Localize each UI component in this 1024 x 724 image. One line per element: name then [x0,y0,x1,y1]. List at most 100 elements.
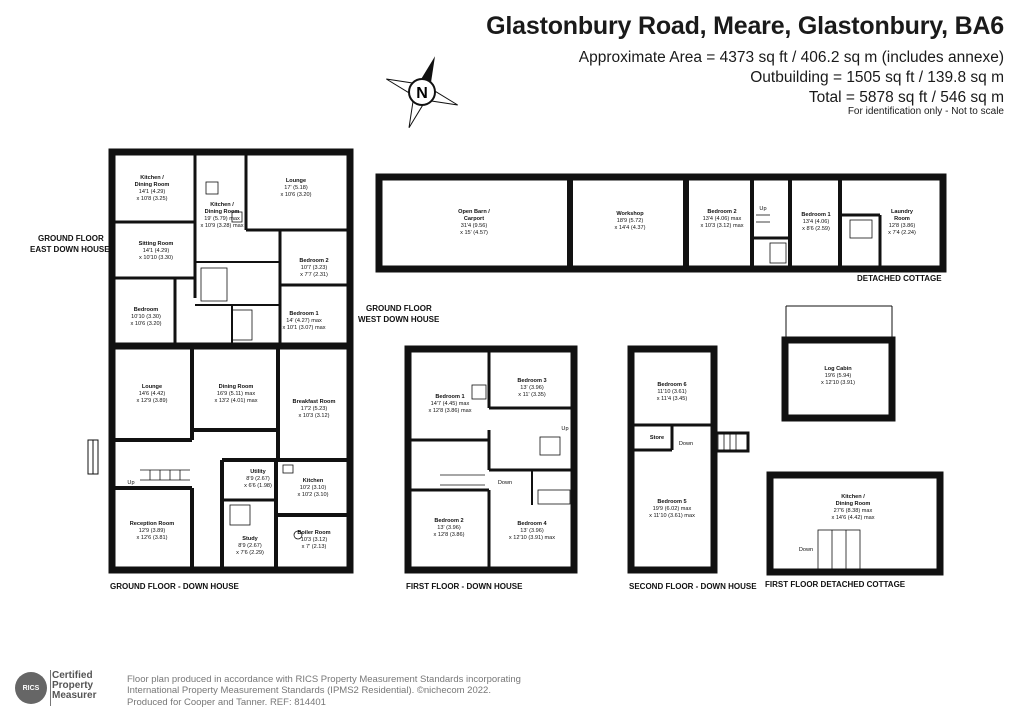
room-labels: Kitchen / Dining Room 14'1 (4.29) x 10'8… [127,175,916,556]
floor-label: WEST DOWN HOUSE [358,315,440,324]
room-dimension: x 10'10 (3.30) [139,255,173,261]
room-name: Dining Room [836,501,871,507]
second-floor-plan [627,345,750,574]
floor-labels: GROUND FLOOR EAST DOWN HOUSE GROUND FLOO… [30,234,942,591]
room-dimension: 10'7 (3.23) [301,265,328,271]
room-name: Bedroom 2 [707,209,736,215]
identification-note: For identification only - Not to scale [847,106,1004,117]
room-name: Utility [250,469,266,475]
room-dimension: x 12'6 (3.81) [137,535,168,541]
room-dimension: 14'7 (4.45) max [431,401,470,407]
room-name: Open Barn / [458,209,490,215]
room-dimension: x 11' (3.35) [518,392,546,398]
first-floor-cottage-plan [766,471,944,576]
floor-label: GROUND FLOOR [38,234,104,243]
room-dimension: x 10'2 (3.10) [298,492,329,498]
compass-letter: N [416,85,428,102]
compass-icon: N [386,56,458,128]
badge-line: Property [52,680,94,691]
footer-line: Produced for Cooper and Tanner. REF: 814… [127,696,326,708]
room-name: Bedroom 2 [299,258,328,264]
room-name: Bedroom 3 [517,378,546,384]
room-name: Lounge [142,384,162,390]
room-name: Kitchen / [210,202,234,208]
stair-label: Up [127,480,134,486]
stair-label: Down [498,480,512,486]
room-name: Reception Room [130,521,174,527]
rics-logo: RICS [15,672,47,704]
room-name: Kitchen / [140,175,164,181]
room-dimension: x 12'9 (3.89) [137,398,168,404]
room-dimension: x 10'6 (3.20) [281,192,312,198]
room-dimension: 19'6 (5.94) [825,373,852,379]
room-name: Kitchen / [841,494,865,500]
room-name: Study [242,536,258,542]
room-dimension: 31'4 (9.56) [461,223,488,229]
footer-line: Floor plan produced in accordance with R… [127,674,521,685]
floor-label: FIRST FLOOR - DOWN HOUSE [406,582,523,591]
area-outbuilding: Outbuilding = 1505 sq ft / 139.8 sq m [750,69,1004,86]
room-name: Bedroom 4 [517,521,547,527]
room-name: Carport [464,216,484,222]
room-dimension: 13'4 (4.06) max [703,216,742,222]
room-dimension: 19'9 (6.02) max [653,506,692,512]
room-name: Bedroom 1 [435,394,464,400]
room-dimension: x 7'7 (2.31) [300,272,328,278]
room-dimension: x 12'10 (3.91) [821,380,855,386]
room-dimension: 13' (3.96) [520,385,544,391]
room-dimension: 13'4 (4.06) [803,219,830,225]
room-dimension: x 11'10 (3.61) max [649,513,695,519]
stair-label: Down [679,441,693,447]
room-name: Bedroom 1 [289,311,318,317]
room-dimension: 12'8 (3.86) [889,223,916,229]
room-dimension: 13' (3.96) [520,528,544,534]
room-dimension: 12'9 (3.89) [139,528,166,534]
stair-label: Up [561,426,568,432]
room-dimension: x 15' (4.57) [460,230,488,236]
room-dimension: x 8'6 (2.59) [802,226,830,232]
room-name: Sitting Room [139,241,174,247]
area-main: Approximate Area = 4373 sq ft / 406.2 sq… [578,49,1004,66]
room-dimension: 8'9 (2.67) [238,543,262,549]
room-dimension: x 6'6 (1.98) [244,483,272,489]
room-dimension: 16'9 (5.11) max [217,391,255,397]
first-floor-plan [404,345,578,574]
room-name: Bedroom [134,307,159,313]
room-dimension: 10'3 (3.12) [301,537,328,543]
floor-label: GROUND FLOOR [366,304,432,313]
stair-label: Down [799,547,813,553]
room-dimension: x 10'6 (3.20) [131,321,162,327]
footer-line: International Property Measurement Stand… [127,685,491,697]
floor-label: SECOND FLOOR - DOWN HOUSE [629,582,757,591]
floor-label: EAST DOWN HOUSE [30,245,110,254]
room-dimension: x 14'6 (4.42) max [831,515,874,521]
room-name: Laundry [891,209,914,215]
room-dimension: x 10'3 (3.12) max [700,223,743,229]
floor-label: FIRST FLOOR DETACHED COTTAGE [765,580,906,589]
room-name: Bedroom 5 [657,499,686,505]
room-dimension: x 7'6 (2.29) [236,550,264,556]
room-dimension: 27'6 (8.38) max [834,508,873,514]
room-dimension: 14'1 (4.29) [139,189,166,195]
room-dimension: x 12'8 (3.86) max [428,408,471,414]
detached-cottage-plan [375,173,947,273]
room-dimension: x 13'2 (4.01) max [214,398,257,404]
floor-label: GROUND FLOOR - DOWN HOUSE [110,582,240,591]
room-name: Room [894,216,910,222]
room-name: Dining Room [135,182,170,188]
rics-logo-text: RICS [22,685,40,692]
property-title: Glastonbury Road, Meare, Glastonbury, BA… [486,12,1004,40]
room-name: Log Cabin [824,366,852,372]
room-name: Kitchen [303,478,324,484]
room-name: Store [650,435,664,441]
room-dimension: 14'1 (4.29) [143,248,170,254]
room-dimension: 17' (5.18) [284,185,308,191]
room-dimension: 10'2 (3.10) [300,485,327,491]
room-dimension: x 7'4 (2.24) [888,230,916,236]
room-dimension: 8'9 (2.67) [246,476,270,482]
room-dimension: x 7' (2.13) [302,544,327,550]
room-dimension: 19' (5.79) max [204,216,240,222]
room-dimension: x 11'4 (3.45) [657,396,688,402]
room-dimension: 17'2 (5.23) [301,406,328,412]
room-name: Bedroom 2 [434,518,463,524]
